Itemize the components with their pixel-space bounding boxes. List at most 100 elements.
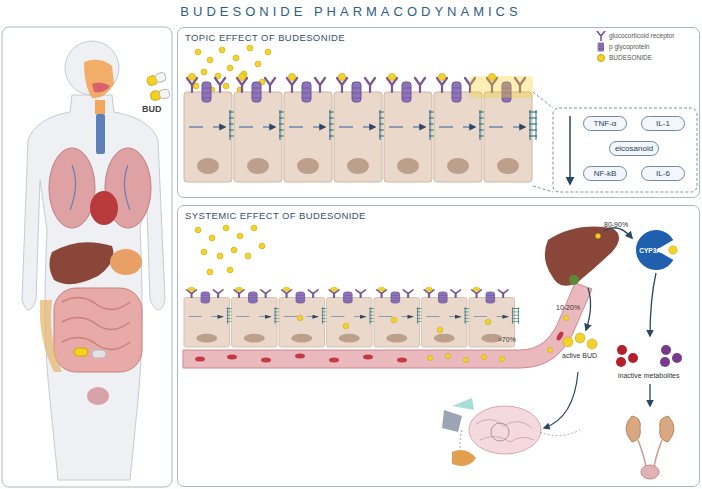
- flow-arrow: [649, 384, 650, 406]
- metabolite-dot: [616, 357, 626, 367]
- capsule: [92, 350, 106, 358]
- budesonide-dot: [391, 317, 397, 323]
- epithelial-cell: [469, 287, 519, 347]
- capsule: [146, 72, 167, 87]
- annotation-label: inactive metabolites: [618, 372, 679, 379]
- lung: [49, 148, 95, 228]
- budesonide-dot: [255, 61, 261, 67]
- budesonide-dot: [669, 246, 677, 254]
- epithelial-cell: [334, 73, 387, 182]
- flow-arrow: [604, 228, 632, 238]
- budesonide-dot: [427, 355, 432, 360]
- adrenal-gland: [452, 450, 476, 466]
- enzyme-circle: CYP3A4: [634, 228, 678, 272]
- legend-text: BUDESONIDE: [609, 54, 652, 61]
- annotation-label: 10-20%: [556, 304, 580, 311]
- zoom-box: [553, 108, 697, 192]
- section-panel: SYSTEMIC EFFECT OF BUDESONIDE CYP3A4: [177, 205, 700, 487]
- epithelial-cell: [374, 287, 424, 347]
- intestines: [54, 288, 142, 372]
- flow-arrow: [544, 372, 578, 428]
- flow-arrow: [650, 273, 656, 336]
- budesonide-dot: [251, 225, 257, 231]
- red-cell: [261, 358, 271, 363]
- capsule: [150, 89, 170, 101]
- budesonide-dot: [499, 356, 504, 361]
- node-label: eicosanoid: [615, 144, 653, 153]
- metabolite-dot: [628, 353, 638, 363]
- active-budesonide: [563, 333, 597, 349]
- budesonide-dot: [245, 253, 251, 259]
- budesonide-dot: [223, 225, 229, 231]
- cytokine-pill: IL-6: [641, 166, 685, 181]
- legend-swatch: [597, 54, 605, 62]
- epithelial-cell: [421, 287, 471, 347]
- epithelial-cell: [231, 287, 281, 347]
- capsule-half: [154, 72, 166, 84]
- panel-heading: SYSTEMIC EFFECT OF BUDESONIDE: [185, 210, 366, 221]
- epithelial-cell: [279, 287, 329, 347]
- budesonide-dot: [233, 55, 239, 61]
- body-silhouette: [22, 95, 165, 480]
- red-cells: [195, 330, 565, 362]
- brain-folds: [476, 419, 534, 442]
- node-label: NF-kB: [594, 169, 617, 178]
- budesonide-dot: [207, 269, 213, 275]
- red-cell: [363, 355, 373, 360]
- cytokine-pill: NF-kB: [583, 166, 627, 181]
- budesonide-dot: [227, 65, 233, 71]
- budesonide-dot: [445, 353, 450, 358]
- legend-icon: [596, 42, 606, 52]
- budesonide-dot: [563, 337, 573, 347]
- heart: [90, 191, 118, 225]
- budesonide-dot: [223, 83, 229, 89]
- budesonide-film: [470, 76, 533, 98]
- intestine-loops: [62, 297, 130, 349]
- section-panel: TOPIC EFFECT OF BUDESONIDETNF-αIL-1eicos…: [177, 27, 700, 198]
- panel-heading: TOPIC EFFECT OF BUDESONIDE: [185, 32, 345, 43]
- budesonide-dot: [227, 267, 233, 273]
- tongue: [92, 82, 110, 92]
- oral-cavity: [84, 60, 114, 98]
- legend: glucocorticoid receptor p glycoproteinBUD…: [596, 30, 674, 63]
- budesonide-dot: [201, 249, 207, 255]
- gland: [452, 398, 474, 410]
- budesonide-dot: [563, 315, 568, 320]
- metabolite-dot: [661, 345, 671, 355]
- receptor-symbol: [597, 31, 605, 41]
- budesonide-dot: [547, 347, 552, 352]
- budesonide-cloud: [195, 225, 265, 275]
- cytokine-pill: eicosanoid: [609, 141, 659, 156]
- budesonide-dot: [219, 47, 225, 53]
- legend-text: p glycoprotein: [609, 43, 649, 50]
- legend-row: glucocorticoid receptor: [596, 30, 674, 41]
- red-cell: [295, 354, 305, 359]
- budesonide-dot: [247, 45, 253, 51]
- budesonide-dot: [437, 327, 443, 333]
- budesonide-dot: [463, 357, 468, 362]
- budesonide-dot: [265, 49, 271, 55]
- budesonide-dot: [201, 69, 207, 75]
- budesonide-dot: [231, 247, 237, 253]
- cytokine-pill: IL-1: [641, 116, 685, 131]
- budesonide-dot: [575, 333, 585, 343]
- trachea: [96, 114, 105, 154]
- node-label: CYP3A4: [634, 228, 670, 272]
- budesonide-dot: [587, 339, 597, 349]
- annotation-label: active BUD: [562, 352, 597, 359]
- epithelial-cell: [384, 73, 437, 182]
- diagram-title: BUDESONIDE PHARMACODYNAMICS: [0, 4, 702, 19]
- annotation-label: ≈70%: [498, 336, 516, 343]
- budesonide-dot: [485, 319, 491, 325]
- annotation-label: BUD: [142, 104, 162, 114]
- budesonide-dot: [259, 243, 265, 249]
- metabolite-dot: [672, 353, 682, 363]
- capsule-half: [159, 89, 170, 100]
- dashed-path: [460, 430, 580, 452]
- colon-overlay: [40, 300, 62, 372]
- node-label: IL-1: [656, 119, 670, 128]
- brain: [469, 406, 541, 454]
- pharynx: [95, 100, 105, 114]
- liver: [49, 242, 113, 284]
